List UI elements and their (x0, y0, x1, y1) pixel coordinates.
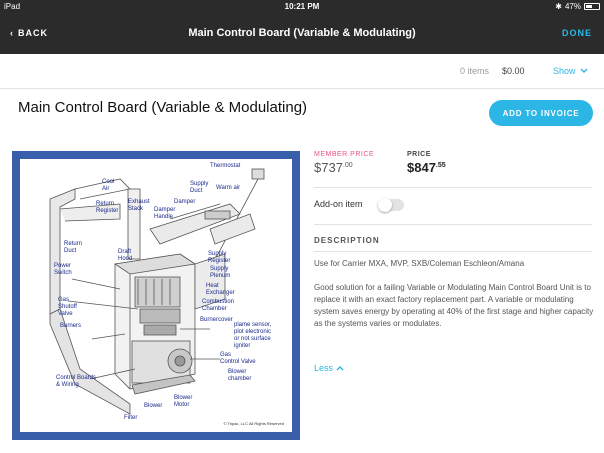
label-blower-motor: Blower Motor (174, 395, 193, 408)
label-power-switch: Power Switch (54, 263, 72, 276)
member-price: $737.00 (314, 160, 353, 175)
label-gas-shutoff: Gas Shutoff Valve (58, 297, 77, 317)
label-plame-sensor: plame sensor, plot electronic or not sur… (234, 322, 272, 349)
cart-bar: 0 items $0.00 Show (0, 54, 604, 89)
less-label: Less (314, 363, 334, 373)
label-supply-duct: Supply Duct (190, 181, 209, 194)
label-draft-hood: Draft Hood (118, 249, 133, 262)
label-return-duct: Return Duct (64, 241, 83, 254)
status-time: 10:21 PM (284, 2, 320, 11)
price: $847.55 (407, 160, 446, 175)
page-title: Main Control Board (Variable & Modulatin… (18, 99, 308, 116)
less-button[interactable]: Less (314, 363, 344, 373)
chevron-left-icon: ‹ (10, 28, 14, 38)
price-main: $847 (407, 160, 436, 175)
label-filter: Filter (124, 415, 138, 421)
cart-total: $0.00 (502, 66, 525, 76)
status-bar: iPad 10:21 PM ✱ 47% (0, 0, 604, 14)
toggle-knob (378, 198, 392, 212)
battery-percent: 47% (564, 2, 581, 11)
label-blower-chamber: Blower chamber (228, 369, 252, 382)
furnace-diagram-drawing (49, 168, 265, 415)
addon-label: Add-on item (314, 199, 363, 209)
label-combustion-chamber: Combustion Chamber (202, 299, 235, 312)
label-warm-air: Warm air (216, 185, 241, 191)
member-price-cents: .00 (342, 162, 353, 169)
nav-title: Main Control Board (Variable & Modulatin… (188, 27, 416, 39)
label-supply-register: Supply Register (208, 251, 231, 264)
price-cents: .55 (435, 162, 446, 169)
label-burnercover: Burnercover (200, 317, 233, 323)
divider (314, 251, 592, 252)
show-label: Show (553, 66, 576, 76)
label-gas-control-valve: Gas Control Valve (220, 352, 256, 365)
chevron-up-icon (336, 366, 344, 371)
member-price-label: MEMBER PRICE (314, 151, 375, 158)
device-label: iPad (4, 2, 21, 11)
description-heading: DESCRIPTION (314, 236, 380, 245)
add-to-invoice-button[interactable]: ADD TO INVOICE (489, 100, 593, 126)
label-damper: Damper (174, 199, 196, 205)
price-label: PRICE (407, 151, 431, 158)
label-burners: Burners (60, 323, 82, 329)
done-button[interactable]: DONE (561, 28, 592, 38)
copyright-text: © Tripac, LLC All Rights Reserved (223, 421, 284, 426)
furnace-diagram: Thermostat Cool Air Return Register Exha… (20, 159, 292, 432)
divider (314, 187, 592, 188)
member-price-main: $737 (314, 160, 343, 175)
divider (314, 224, 592, 225)
label-blower: Blower (144, 403, 163, 409)
label-thermostat: Thermostat (210, 163, 241, 169)
description-line1: Use for Carrier MXA, MVP, SXB/Coleman Es… (314, 259, 525, 268)
label-control-boards: Control Boards & Wiring (56, 375, 97, 388)
chevron-down-icon (580, 68, 588, 73)
status-right: ✱ 47% (555, 2, 600, 11)
label-supply-plenum: Supply Plenum (210, 266, 231, 279)
show-cart-button[interactable]: Show (553, 66, 588, 76)
label-damper-handle: Damper Handle (154, 207, 176, 220)
bluetooth-icon: ✱ (555, 2, 562, 11)
label-heat-exchanger: Heat Exchanger (206, 283, 235, 296)
back-label: BACK (18, 28, 48, 38)
label-exhaust-stack: Exhaust Stack (128, 199, 150, 212)
description-body: Good solution for a failing Variable or … (314, 283, 594, 328)
cart-item-count: 0 items (460, 66, 490, 76)
label-cool-air: Cool Air (102, 179, 115, 192)
battery-icon (584, 3, 600, 10)
label-return-register: Return Register (96, 201, 119, 214)
product-image: Thermostat Cool Air Return Register Exha… (12, 151, 300, 440)
addon-toggle[interactable] (378, 198, 404, 212)
back-button[interactable]: ‹ BACK (10, 28, 48, 38)
nav-bar: ‹ BACK Main Control Board (Variable & Mo… (0, 14, 604, 54)
